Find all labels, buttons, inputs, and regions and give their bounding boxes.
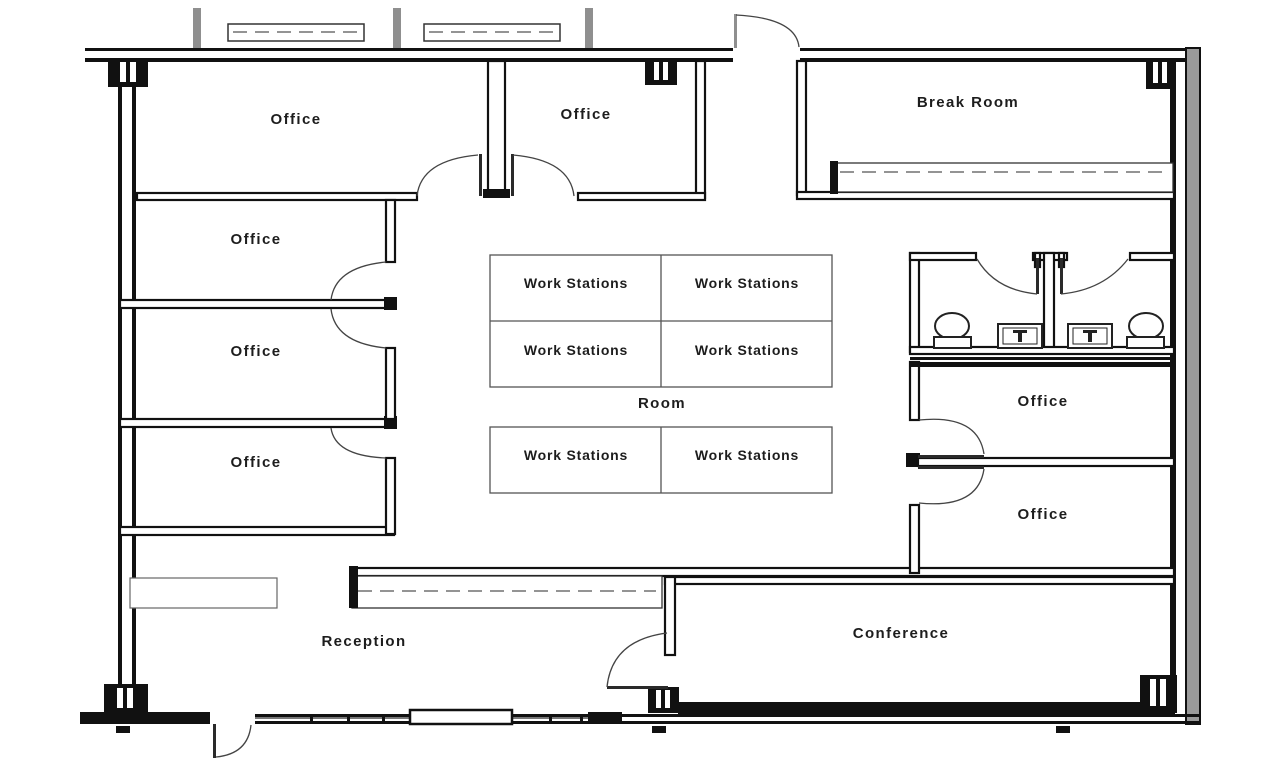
sink-icon: [1067, 323, 1113, 349]
break-room-label: Break Room: [917, 94, 1019, 111]
column-icon: [108, 59, 148, 87]
toilet-icon: [1126, 312, 1165, 349]
office-top-left-south-wall: [135, 191, 419, 202]
reception-label: Reception: [321, 633, 406, 650]
door-restroom-right: [1060, 258, 1129, 295]
door-top-entry: [734, 14, 800, 48]
toilet-icon: [933, 312, 972, 349]
workstation-label: Work Stations: [695, 447, 799, 463]
sink-icon: [997, 323, 1043, 349]
office-left-bottom-label: Office: [231, 454, 282, 471]
column-icon: [104, 684, 148, 713]
office-top-center-right-wall: [694, 59, 707, 200]
office-left-top-label: Office: [231, 231, 282, 248]
exterior-bottom-wall: [80, 702, 1200, 733]
right-offices-divider-wall: [916, 456, 1176, 468]
office-top-center-south-wall: [576, 191, 707, 202]
workstation-grid-lower: [489, 426, 833, 494]
door-reception-conference: [606, 632, 668, 689]
conference-south-wall: [678, 702, 1175, 715]
workstation-label: Work Stations: [695, 342, 799, 358]
room-label: Room: [638, 395, 686, 412]
door-office-left-middle: [330, 308, 387, 349]
office-top-center-label: Office: [561, 106, 612, 123]
exterior-top-wall: [85, 48, 1200, 62]
door-office-right-bottom: [918, 466, 985, 505]
door-office-right-top: [918, 418, 985, 458]
work-area-south-wall: [350, 566, 1176, 578]
column-icon: [1146, 59, 1176, 89]
reception-counter: [349, 566, 663, 609]
conference-north-wall: [663, 575, 1176, 586]
column-icon: [645, 59, 677, 85]
door-main-entry: [213, 724, 252, 758]
office-right-bottom-label: Office: [1018, 506, 1069, 523]
exterior-right-wall: [1170, 47, 1201, 725]
office-top-left-label: Office: [271, 111, 322, 128]
office-right-top-label: Office: [1018, 393, 1069, 410]
interior-walls: [118, 59, 1176, 657]
doors: [213, 14, 1129, 758]
workstation-label: Work Stations: [524, 447, 628, 463]
column-icon: [1140, 675, 1177, 713]
door-office-left-bottom: [330, 427, 387, 459]
door-office-left-top: [330, 261, 387, 301]
window-mullion-posts: [193, 8, 593, 48]
top-window-left: [227, 23, 365, 42]
top-offices-divider-wall: [486, 59, 507, 195]
office-left-middle-label: Office: [231, 343, 282, 360]
storefront-frame: [408, 708, 514, 726]
break-room-south-wall: [795, 190, 1176, 201]
workstation-grid-main: [489, 254, 833, 388]
door-office-top-center: [511, 154, 575, 197]
break-room-left-wall: [795, 59, 808, 197]
top-window-right: [423, 23, 561, 42]
workstation-label: Work Stations: [695, 275, 799, 291]
conference-label: Conference: [853, 625, 950, 642]
reception-conference-divider: [663, 575, 677, 657]
door-restroom-left: [976, 258, 1039, 295]
exterior-left-wall: [118, 58, 136, 710]
workstation-label: Work Stations: [524, 275, 628, 291]
restroom-divider-wall: [1042, 251, 1056, 355]
door-office-top-left: [416, 154, 482, 197]
column-icon: [648, 687, 679, 713]
workstation-label: Work Stations: [524, 342, 628, 358]
reception-desk: [129, 577, 278, 609]
break-room-counter: [830, 161, 1174, 194]
structural-columns: [104, 59, 1177, 713]
office-right-top-north-wall: [910, 362, 1174, 367]
